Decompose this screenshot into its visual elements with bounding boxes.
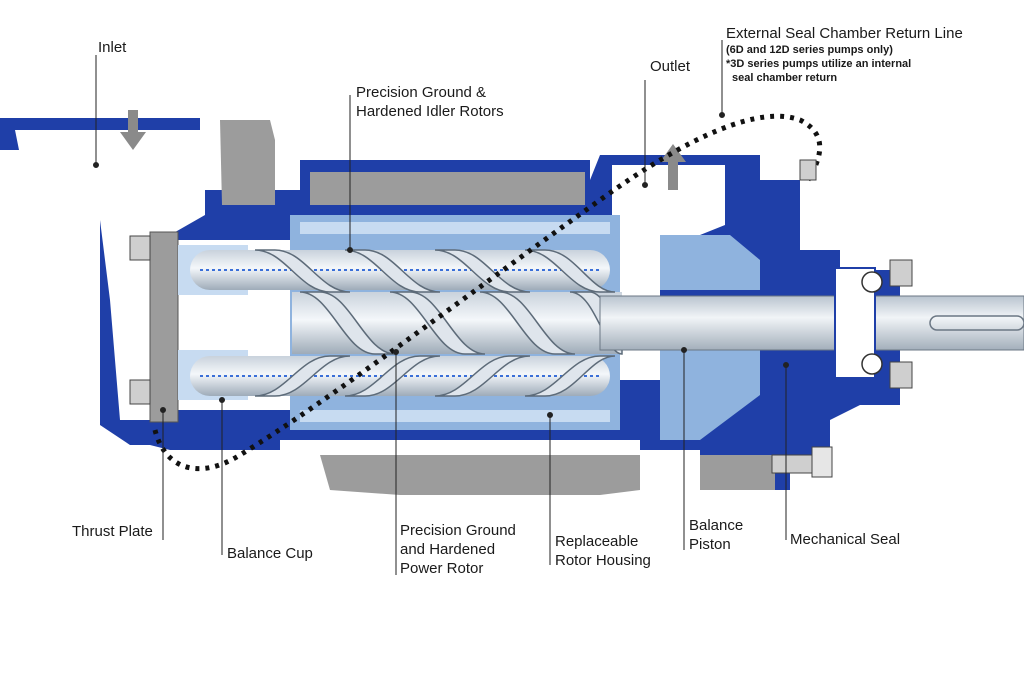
right-light-block xyxy=(660,235,760,290)
label-return-line: External Seal Chamber Return Line (6D an… xyxy=(726,25,963,84)
outlet-arrow-icon xyxy=(660,144,686,190)
drive-shaft xyxy=(599,295,1024,351)
inlet-arrow-icon xyxy=(120,110,146,150)
label-thrust-plate: Thrust Plate xyxy=(72,523,153,540)
label-rotor-housing: Replaceable Rotor Housing xyxy=(555,533,651,569)
right-light-block-lower xyxy=(660,350,760,440)
label-power-rotor: Precision Ground and Hardened Power Roto… xyxy=(400,522,516,577)
bottom-gray-block xyxy=(320,455,640,495)
label-mechanical-seal: Mechanical Seal xyxy=(790,531,901,548)
upper-gray-block xyxy=(220,120,275,205)
label-inlet: Inlet xyxy=(98,39,127,56)
return-line-dotted xyxy=(152,113,823,472)
leader-lines xyxy=(93,40,789,575)
label-balance-cup: Balance Cup xyxy=(227,545,313,562)
label-balance-piston: Balance Piston xyxy=(689,517,744,553)
inlet-cavity xyxy=(15,130,205,420)
top-housing-gray xyxy=(310,172,585,205)
label-outlet: Outlet xyxy=(650,58,691,75)
label-idler-rotors: Precision Ground & Hardened Idler Rotors xyxy=(356,84,504,120)
thrust-plate xyxy=(149,231,179,423)
